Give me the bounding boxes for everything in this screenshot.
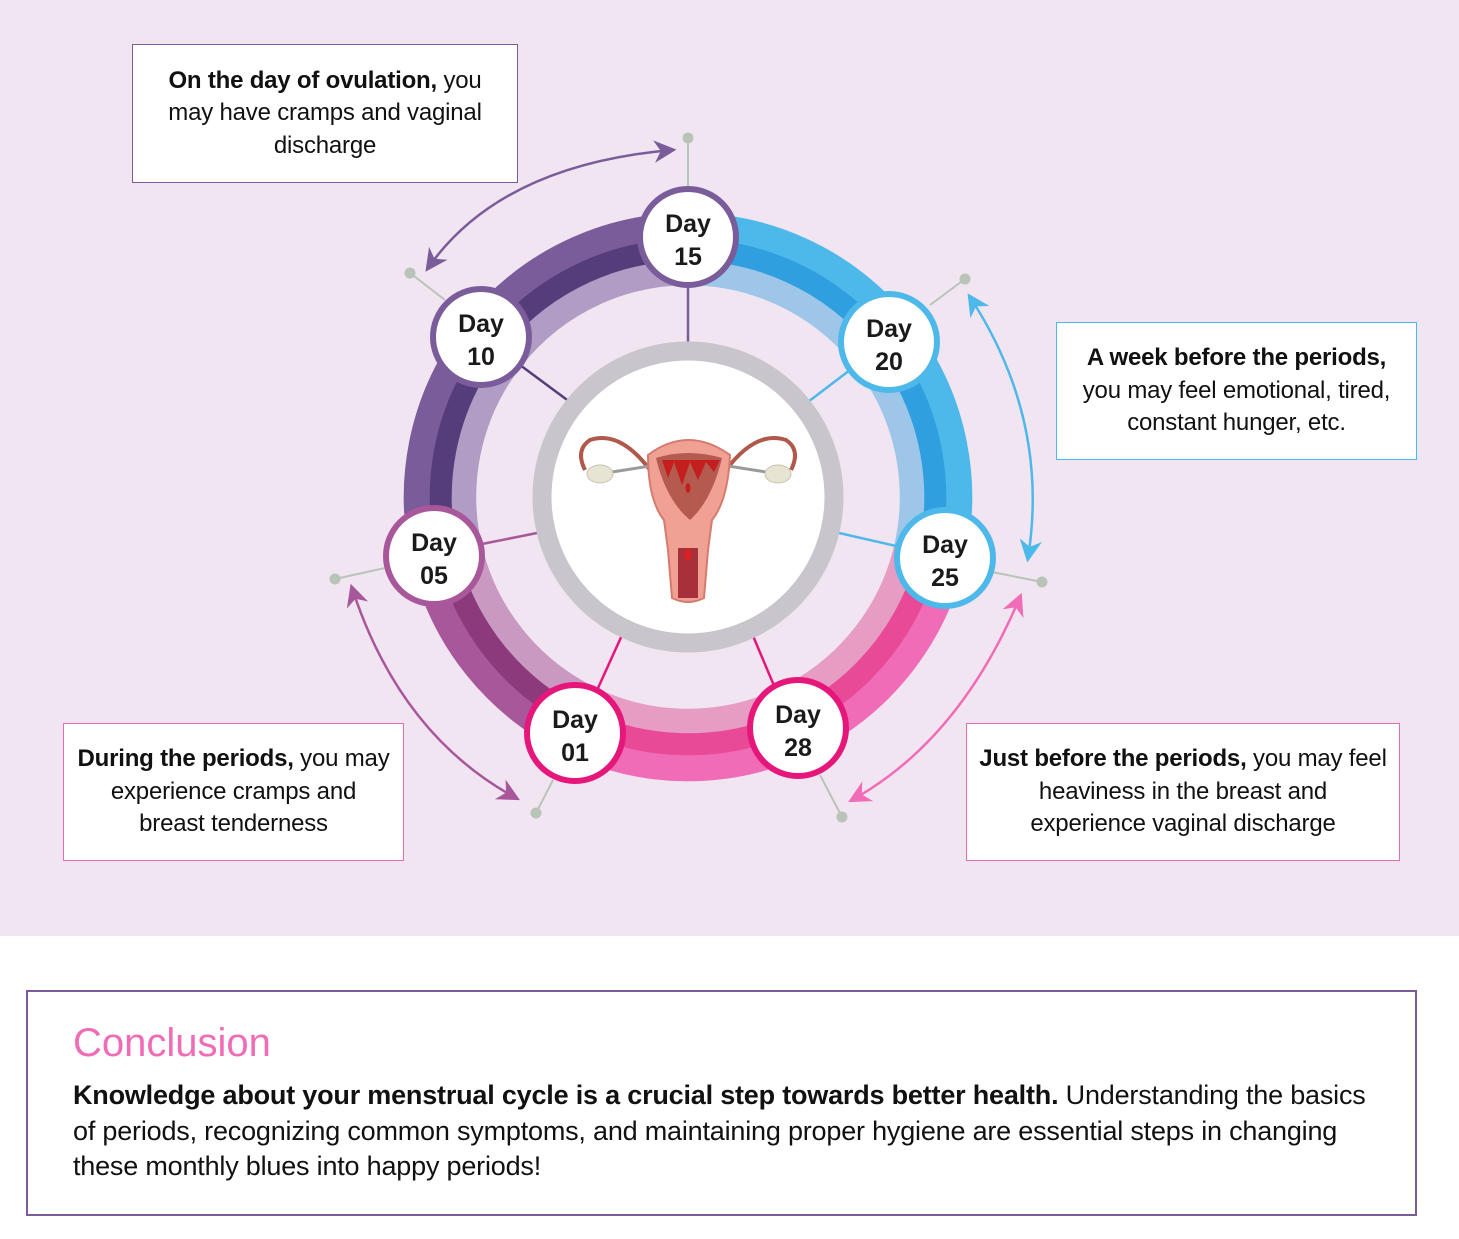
note-bold: Just before the periods, (979, 745, 1247, 773)
connector-line (991, 571, 1043, 583)
badge-label: Day (458, 310, 504, 338)
during-periods-arrow (346, 583, 520, 801)
connector-line (929, 278, 966, 306)
badge-day28: Day 28 (747, 677, 849, 779)
badge-circle (838, 291, 940, 393)
badge-day01: Day 01 (524, 682, 626, 784)
uterus-illustration (579, 436, 797, 603)
badge-day15: Day 15 (637, 186, 739, 288)
badge-day05: Day 05 (383, 505, 485, 607)
badge-day-number: 05 (420, 562, 448, 590)
conclusion-title: Conclusion (73, 1021, 271, 1065)
conclusion-panel: Conclusion Knowledge about your menstrua… (26, 990, 1417, 1216)
note-bold: During the periods, (77, 745, 294, 773)
badge-day-number: 15 (674, 243, 702, 271)
badge-label: Day (665, 210, 711, 238)
badge-circle (524, 682, 626, 784)
badge-label: Day (775, 701, 821, 729)
week-before-arrow (967, 293, 1042, 563)
badge-day-number: 10 (467, 343, 495, 371)
badge-circle (637, 186, 739, 288)
conclusion-text: Understanding the basics of periods, rec… (73, 1080, 1366, 1181)
note-bold: A week before the periods, (1086, 344, 1387, 372)
just-before-note: Just before the periods, you may feel he… (966, 723, 1400, 861)
connector-dot (959, 273, 971, 285)
badge-day-number: 28 (784, 734, 812, 762)
note-bold: On the day of ovulation, (168, 66, 437, 94)
badge-day-number: 01 (561, 739, 589, 767)
connector-dot (530, 807, 542, 819)
badge-day-number: 20 (875, 348, 903, 376)
note-text: you may experience cramps and breast ten… (110, 745, 390, 838)
note-text: you may feel emotional, tired, constant … (1082, 376, 1391, 437)
badge-circle (430, 286, 532, 388)
during-periods-note: During the periods, you may experience c… (63, 723, 404, 861)
badge-label: Day (411, 529, 457, 557)
week-before-note: A week before the periods, you may feel … (1056, 322, 1417, 460)
ovulation-note: On the day of ovulation, you may have cr… (132, 44, 518, 183)
badge-label: Day (922, 531, 968, 559)
badge-circle (894, 507, 996, 609)
conclusion-body: Knowledge about your menstrual cycle is … (73, 1078, 1371, 1185)
badge-label: Day (552, 706, 598, 734)
connector-line (334, 567, 386, 580)
connector-line (535, 779, 554, 814)
just-before-arrow (848, 592, 1024, 803)
connector-line (409, 272, 446, 301)
badge-day25: Day 25 (894, 507, 996, 609)
note-text: you may feel heaviness in the breast and… (1030, 745, 1387, 838)
connector-dot (404, 267, 416, 279)
badge-day20: Day 20 (838, 291, 940, 393)
note-text: you may have cramps and vaginal discharg… (168, 66, 482, 159)
badge-circle (383, 505, 485, 607)
badge-circle (747, 677, 849, 779)
conclusion-bold: Knowledge about your menstrual cycle is … (73, 1080, 1059, 1110)
connector-line (819, 774, 843, 818)
connector-dot (836, 811, 848, 823)
connector-dot (682, 132, 694, 144)
ovulation-arrow (425, 140, 677, 272)
badge-label: Day (866, 315, 912, 343)
connector-dot (1036, 576, 1048, 588)
badge-day10: Day 10 (430, 286, 532, 388)
connector-dot (329, 573, 341, 585)
badge-day-number: 25 (931, 564, 959, 592)
